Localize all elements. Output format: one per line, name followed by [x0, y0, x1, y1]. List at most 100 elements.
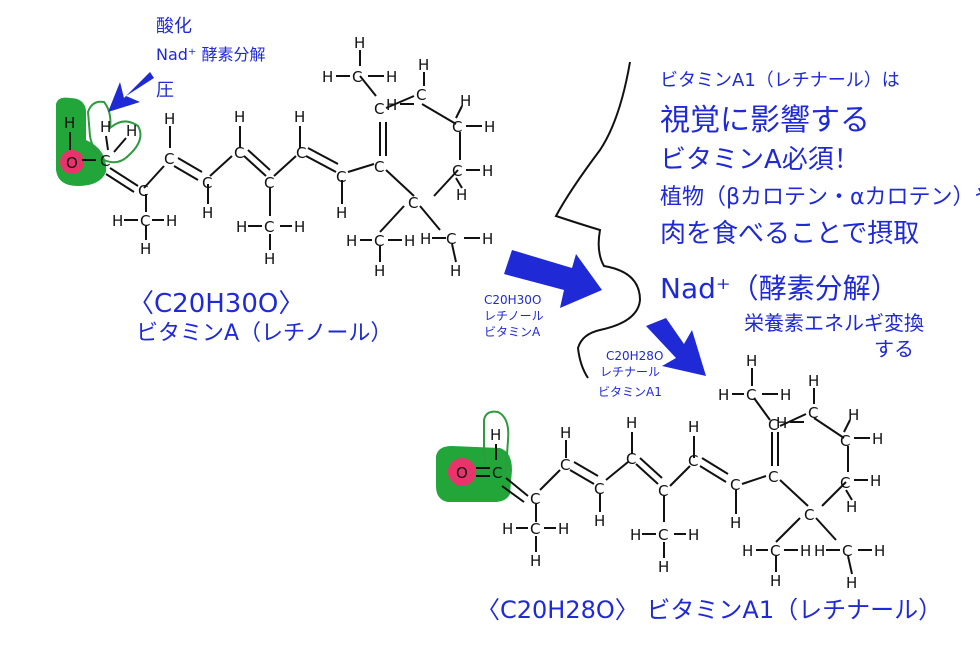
atom-h: H — [780, 386, 791, 404]
atom-h: H — [730, 514, 741, 532]
atom-h: H — [626, 414, 637, 432]
retinol-formula: 〈C20H30O〉 — [128, 289, 304, 319]
retinol-molecule: H O C H H C C H H H C H C H C H C C H H … — [56, 34, 495, 280]
atom-h: H — [490, 426, 501, 444]
atom-h: H — [112, 212, 123, 230]
atom-h: H — [658, 558, 669, 576]
atom-h: H — [386, 68, 397, 86]
arrow1-label: C20H30O レチノール ビタミンA — [484, 293, 544, 339]
atom-c: C — [808, 404, 818, 422]
atom-c: C — [374, 158, 384, 176]
atom-c: C — [264, 218, 274, 236]
atom-c: C — [560, 456, 570, 474]
atom-c: C — [770, 542, 780, 560]
label-line: レチノール — [484, 309, 544, 323]
atom-c: C — [264, 174, 274, 192]
atom-h: H — [460, 92, 471, 110]
atom-h: H — [294, 108, 305, 126]
note-line: Nad⁺ 酵素分解 — [156, 45, 265, 64]
atom-c: C — [140, 212, 150, 230]
atom-h: H — [814, 542, 825, 560]
atom-h: H — [502, 520, 513, 538]
atom-c: C — [100, 152, 110, 170]
atom-c: C — [408, 194, 418, 212]
atom-c: C — [688, 452, 698, 470]
atom-h: H — [870, 472, 881, 490]
atom-c: C — [730, 476, 740, 494]
atom-c: C — [296, 144, 306, 162]
retinol-name: ビタミンA（レチノール） — [136, 321, 392, 346]
atom-h: H — [770, 572, 781, 590]
atom-h: H — [742, 542, 753, 560]
top-arrow-icon — [108, 72, 154, 112]
retinal-molecule: O C H C C H H H C H C H C H C C H H H C … — [436, 352, 885, 592]
oxygen-circle-2 — [448, 458, 476, 486]
atom-h: H — [594, 512, 605, 530]
hydroxyl-highlight — [56, 97, 107, 186]
explanation-line: 視覚に影響する — [660, 103, 870, 138]
atom-c: C — [840, 474, 850, 492]
atom-c: C — [446, 230, 456, 248]
right-explanation: ビタミンA1（レチナール）は 視覚に影響する ビタミンA必須！ 植物（βカロテン… — [660, 70, 980, 361]
explanation-line: Nad⁺（酵素分解） — [660, 272, 899, 305]
explanation-line: 植物（βカロテン・αカロテン）や — [660, 185, 980, 210]
atom-o: O — [456, 464, 468, 482]
atom-h: H — [484, 118, 495, 136]
atom-h: H — [450, 262, 461, 280]
atom-c: C — [594, 480, 604, 498]
atom-h: H — [846, 574, 857, 592]
explanation-line: する — [874, 337, 914, 361]
atom-c: C — [164, 150, 174, 168]
atom-h: H — [718, 386, 729, 404]
atom-c: C — [842, 542, 852, 560]
atom-h: H — [420, 230, 431, 248]
atom-c: C — [492, 464, 502, 482]
retinol-bonds — [69, 50, 482, 263]
atom-h: H — [294, 218, 305, 236]
atom-h: H — [374, 262, 385, 280]
label-line: ビタミンA1 — [598, 385, 662, 399]
atom-h: H — [874, 542, 885, 560]
atom-h: H — [64, 114, 75, 132]
note-line: 酸化 — [156, 16, 192, 37]
retinal-caption: 〈C20H28O〉 ビタミンA1（レチナール） — [476, 596, 942, 624]
explanation-line: 肉を食べることで摂取 — [660, 219, 919, 249]
atom-c: C — [138, 182, 148, 200]
atom-c: C — [416, 86, 426, 104]
atom-c: C — [374, 232, 384, 250]
top-note: 酸化 Nad⁺ 酵素分解 圧 — [156, 16, 265, 101]
atom-h: H — [140, 240, 151, 258]
atom-h: H — [234, 108, 245, 126]
atom-h: H — [166, 212, 177, 230]
atom-c: C — [746, 386, 756, 404]
atom-c: C — [336, 168, 346, 186]
oxygen-circle — [60, 150, 84, 174]
hydrogen-outline — [86, 100, 142, 164]
retinol-atoms: H O C H H C C H H H C H C H C H C C H H … — [64, 34, 495, 280]
atom-o: O — [66, 154, 78, 172]
atom-h: H — [630, 526, 641, 544]
atom-c: C — [234, 144, 244, 162]
atom-h: H — [846, 498, 857, 516]
label-line: レチナール — [600, 365, 660, 379]
lower-arrow-icon — [646, 318, 706, 376]
atom-h: H — [346, 232, 357, 250]
atom-h: H — [482, 230, 493, 248]
atom-h: H — [126, 122, 137, 140]
atom-c: C — [530, 520, 540, 538]
atom-h: H — [322, 68, 333, 86]
atom-h: H — [164, 110, 175, 128]
atom-h: H — [236, 218, 247, 236]
note-line: 圧 — [156, 80, 174, 101]
atom-h: H — [800, 542, 811, 560]
atom-h: H — [404, 232, 415, 250]
atom-h: H — [482, 162, 493, 180]
retinal-bonds — [476, 368, 872, 575]
atom-c: C — [452, 162, 462, 180]
atom-h: H — [336, 204, 347, 222]
atom-c: C — [452, 118, 462, 136]
atom-c: C — [768, 416, 778, 434]
atom-c: C — [374, 100, 384, 118]
atom-c: C — [530, 490, 540, 508]
